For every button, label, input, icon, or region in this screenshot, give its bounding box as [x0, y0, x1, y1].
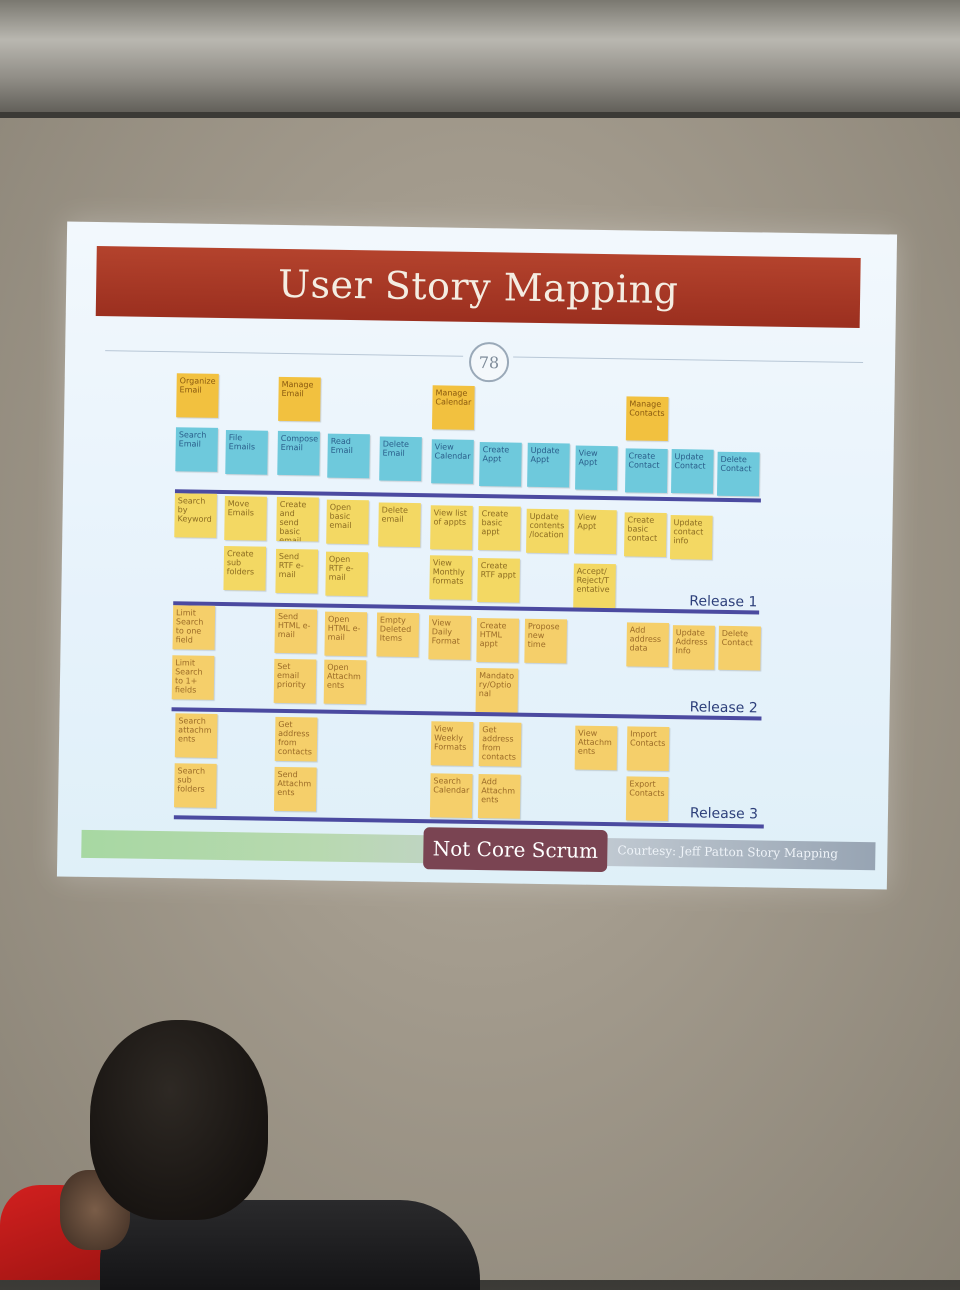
- release-1-label: Release 1: [689, 593, 758, 611]
- slide-title: User Story Mapping: [277, 261, 679, 313]
- task-note: Create Contact: [625, 448, 668, 493]
- story-note: Set email priority: [273, 658, 317, 704]
- not-core-scrum-button[interactable]: Not Core Scrum: [423, 827, 608, 873]
- story-note: View Attachm ents: [574, 725, 618, 771]
- task-note: Create Appt: [479, 442, 522, 487]
- task-note: Delete Email: [379, 436, 422, 482]
- release-3-label: Release 3: [689, 805, 759, 823]
- release-2-label: Release 2: [689, 699, 758, 717]
- story-note: Search Calendar: [429, 773, 473, 818]
- story-note: Send HTML e-mail: [274, 608, 318, 654]
- story-note: Get address from contacts: [478, 722, 522, 767]
- story-note: Delete Contact: [718, 625, 761, 671]
- story-note: Delete email: [378, 502, 421, 548]
- activity-note: Manage Email: [278, 376, 321, 422]
- story-note: Limit Search to 1+ fields: [171, 655, 215, 700]
- story-note: Create basic appt: [478, 506, 521, 551]
- story-note: Create HTML appt: [476, 618, 520, 663]
- story-note: Update Address Info: [672, 625, 715, 670]
- story-note: Search by Keyword: [174, 493, 217, 538]
- story-note: Propose new time: [524, 618, 568, 664]
- page-number: 78: [468, 341, 510, 383]
- release-2-line: [171, 707, 762, 721]
- release-1-line: [173, 601, 760, 615]
- activity-note: Organize Email: [176, 373, 219, 418]
- task-note: Search Email: [175, 427, 218, 472]
- story-note: Accept/ Reject/T entative: [573, 563, 616, 609]
- story-note: View Weekly Formats: [430, 721, 474, 766]
- story-note: Open HTML e-mail: [324, 611, 368, 657]
- divider-right: [513, 356, 864, 364]
- audience-head: [90, 1020, 268, 1220]
- audience-person: [60, 1020, 480, 1290]
- story-note: Get address from contacts: [274, 716, 318, 762]
- story-note: Update contact info: [669, 515, 713, 560]
- activity-note: Manage Calendar: [431, 385, 475, 430]
- story-note: Move Emails: [224, 496, 267, 541]
- title-banner: User Story Mapping: [95, 245, 861, 328]
- story-note: Create basic contact: [624, 512, 667, 557]
- story-note: Limit Search to one field: [172, 605, 216, 650]
- story-note: Send Attachm ents: [273, 766, 317, 812]
- story-note: Search sub folders: [174, 763, 217, 808]
- story-note: Import Contacts: [626, 726, 670, 772]
- task-note: View Calendar: [431, 439, 474, 484]
- task-note: View Appt: [575, 445, 618, 491]
- task-note: Delete Contact: [716, 451, 760, 497]
- story-note: Search attachm ents: [174, 713, 218, 758]
- ceiling: [0, 0, 960, 118]
- task-note: Update Appt: [527, 442, 570, 488]
- activity-note: Manage Contacts: [625, 396, 669, 441]
- story-note: Open basic email: [326, 499, 369, 545]
- task-note: Compose Email: [277, 430, 320, 476]
- story-note: Open RTF e-mail: [325, 551, 369, 597]
- ceiling-edge: [0, 112, 960, 118]
- task-note: Update Contact: [671, 449, 714, 494]
- story-note: Open Attachm ents: [323, 659, 367, 705]
- story-note: View Daily Format: [428, 615, 472, 660]
- task-note: Read Email: [327, 433, 370, 479]
- story-note: Create sub folders: [223, 546, 267, 591]
- story-note: Create RTF appt: [477, 558, 520, 603]
- story-note: Update contents /location: [526, 508, 569, 554]
- story-note: View Monthly formats: [429, 555, 472, 600]
- story-note: View Appt: [574, 509, 617, 555]
- task-note: File Emails: [225, 430, 268, 475]
- story-note: Mandato ry/Optio nal: [475, 668, 519, 713]
- story-note: Send RTF e-mail: [275, 548, 319, 594]
- story-note: Empty Deleted Items: [376, 612, 420, 658]
- story-note: Add Attachm ents: [477, 774, 521, 819]
- story-note: Export Contacts: [625, 776, 669, 822]
- projected-slide: User Story Mapping 78 Organize Email Man…: [56, 221, 898, 890]
- divider-left: [105, 350, 464, 357]
- story-note: Add address data: [626, 622, 669, 668]
- story-note: View list of appts: [430, 505, 473, 550]
- story-note: Create and send basic email: [276, 496, 319, 542]
